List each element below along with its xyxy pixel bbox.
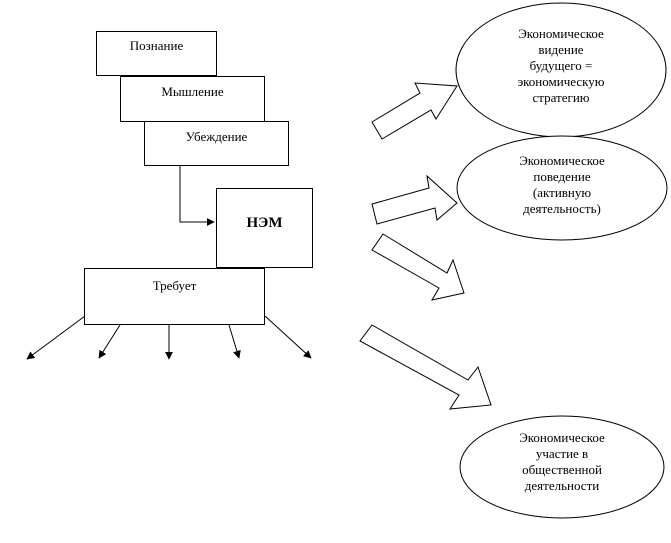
- oval-participation: [459, 415, 665, 519]
- oval-participation-line-2: участие в: [535, 446, 589, 461]
- oval-participation-line-1: Экономическое: [519, 430, 605, 445]
- oval-participation-line-3: общественной: [522, 462, 602, 477]
- box-requires-label: Требует: [152, 278, 197, 293]
- oval-behavior-line-4: деятельность): [523, 201, 601, 216]
- oval-vision-line-3: будущего =: [529, 58, 593, 73]
- requires-arrow-5: [264, 315, 312, 359]
- connector-conviction-to-nem: [179, 166, 215, 226]
- oval-behavior-line-2: поведение: [533, 169, 591, 184]
- oval-vision-line-2: видение: [538, 42, 584, 57]
- block-arrow-to-behavior: [371, 174, 458, 225]
- box-cognition: Познание: [96, 31, 217, 76]
- block-arrow-middle: [371, 233, 465, 301]
- box-thinking: Мышление: [120, 76, 265, 122]
- oval-vision-text: Экономическое видение будущего = экономи…: [491, 26, 631, 106]
- oval-participation-text: Экономическое участие в общественной дея…: [492, 430, 632, 494]
- requires-arrow-1: [26, 315, 86, 360]
- oval-behavior-line-3: (активную: [532, 185, 592, 200]
- oval-behavior: [456, 135, 668, 241]
- box-cognition-label: Познание: [129, 38, 184, 53]
- box-nem: НЭМ: [216, 188, 313, 268]
- oval-behavior-text: Экономическое поведение (активную деятел…: [492, 153, 632, 219]
- oval-behavior-line-1: Экономическое: [519, 153, 605, 168]
- box-conviction: Убеждение: [144, 121, 289, 166]
- requires-arrow-2: [98, 324, 121, 359]
- box-nem-label: НЭМ: [246, 215, 283, 231]
- oval-participation-line-4: деятельности: [524, 478, 600, 493]
- box-thinking-label: Мышление: [161, 84, 224, 99]
- block-arrow-to-vision: [371, 82, 458, 140]
- block-arrow-to-participation: [359, 324, 492, 410]
- oval-vision-line-4: экономическую: [517, 74, 605, 89]
- oval-vision-line-5: стратегию: [532, 90, 590, 105]
- box-conviction-label: Убеждение: [185, 129, 248, 144]
- oval-vision-line-1: Экономическое: [518, 26, 604, 41]
- box-requires: Требует: [84, 268, 265, 325]
- requires-arrow-4: [228, 324, 241, 359]
